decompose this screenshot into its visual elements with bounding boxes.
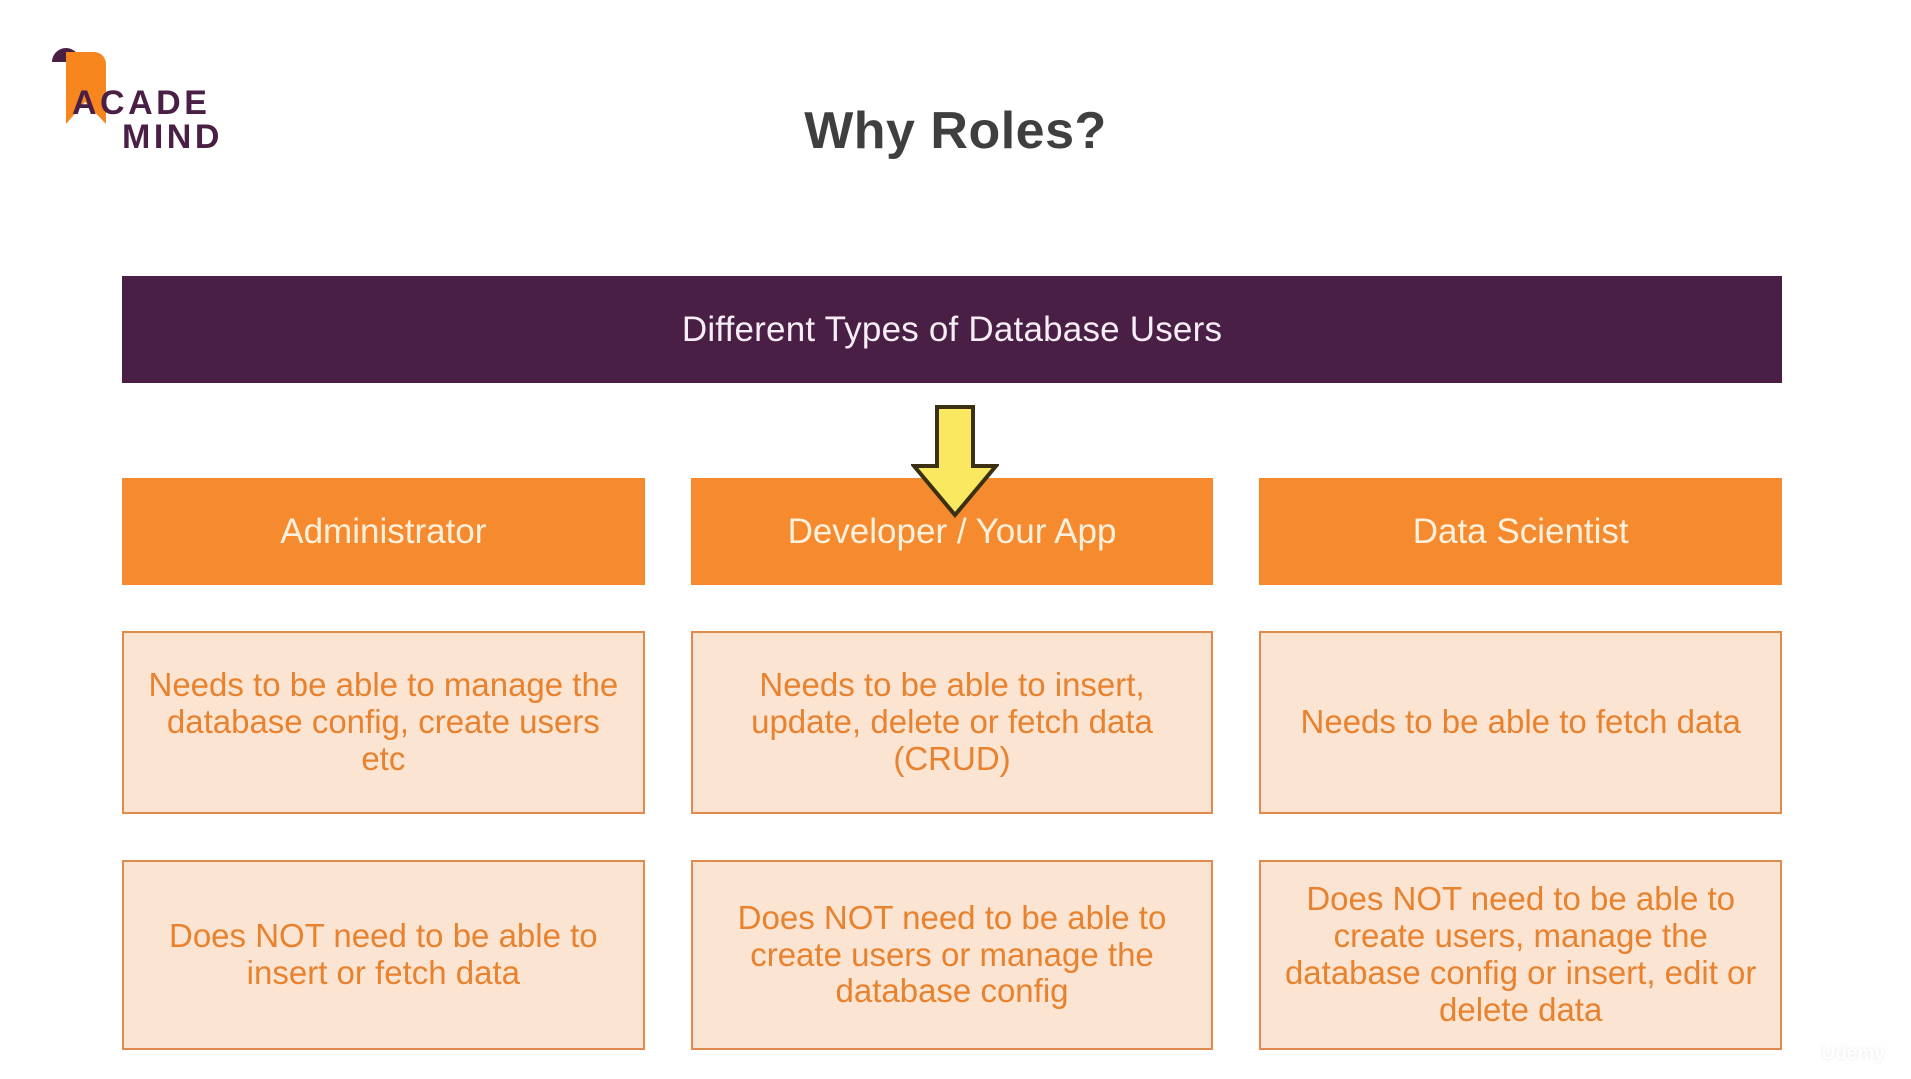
note-needs-developer: Needs to be able to insert, update, dele… [690,631,1214,814]
udemy-logo-icon [1786,1045,1814,1063]
note-text: Does NOT need to be able to insert or fe… [169,917,598,991]
role-header-label: Developer / Your App [787,511,1117,551]
note-needs-administrator: Needs to be able to manage the database … [122,631,645,814]
role-header-label: Administrator [280,511,487,551]
udemy-watermark: Udemy [1785,1043,1885,1065]
udemy-watermark-label: Udemy [1821,1043,1885,1064]
note-needs-data-scientist: Needs to be able to fetch data [1259,631,1783,814]
role-column-administrator: Administrator Needs to be able to manage… [122,478,645,1050]
roles-grid: Administrator Needs to be able to manage… [122,478,1783,1050]
role-header-label: Data Scientist [1412,511,1629,551]
banner-label: Different Types of Database Users [681,309,1223,349]
note-text: Needs to be able to insert, update, dele… [751,666,1153,777]
down-arrow-icon [911,404,999,518]
logo-wordmark-line2: MIND [122,118,223,150]
page-title: Why Roles? [804,102,1107,160]
academind-logo-mark: ACADE MIND [52,48,223,150]
role-header-developer[interactable]: Developer / Your App [690,478,1214,585]
note-not-needs-data-scientist: Does NOT need to be able to create users… [1259,860,1783,1050]
role-header-data-scientist[interactable]: Data Scientist [1259,478,1783,585]
role-header-administrator[interactable]: Administrator [122,478,645,585]
academind-logo: ACADE MIND [44,38,264,150]
note-text: Does NOT need to be able to create users… [737,898,1167,1010]
note-text: Needs to be able to fetch data [1300,703,1741,741]
note-not-needs-administrator: Does NOT need to be able to insert or fe… [122,860,645,1050]
role-column-developer: Developer / Your App Needs to be able to… [690,478,1214,1050]
note-not-needs-developer: Does NOT need to be able to create users… [690,860,1214,1050]
role-column-data-scientist: Data Scientist Needs to be able to fetch… [1259,478,1783,1050]
logo-wordmark-line1: ACADE [72,84,210,122]
note-text: Does NOT need to be able to create users… [1284,880,1757,1028]
database-users-banner: Different Types of Database Users [122,276,1782,383]
note-text: Needs to be able to manage the database … [148,666,619,777]
